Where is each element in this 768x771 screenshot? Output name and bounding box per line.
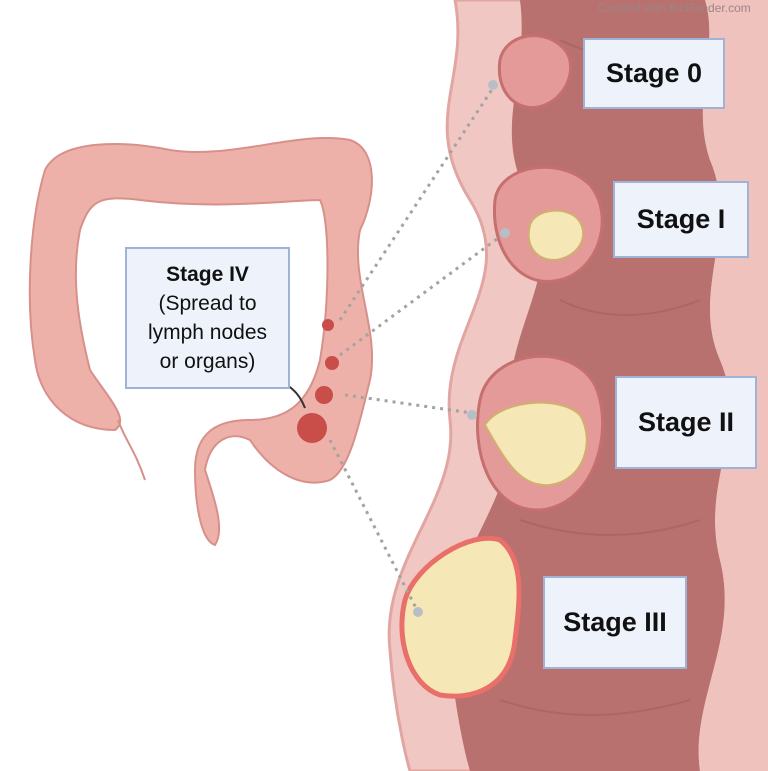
leader-lines (328, 84, 506, 613)
colon (28, 136, 374, 547)
stage-4-line1: (Spread to (158, 292, 257, 315)
stage-2-text: Stage II (637, 407, 735, 437)
stage-1-label: Stage I (613, 181, 749, 258)
stage-3-label: Stage III (543, 576, 687, 669)
stage-0-text: Stage 0 (605, 58, 703, 88)
stage-3-text: Stage III (563, 607, 667, 637)
tumor-stage0 (497, 34, 573, 110)
stage-4-line3: or organs) (159, 350, 256, 373)
watermark: Created with BioRender.com (598, 1, 751, 15)
stage-4-line2: lymph nodes (147, 321, 268, 344)
stage-1-text: Stage I (636, 204, 726, 234)
stage-4-label: Stage IV (Spread to lymph nodes or organ… (125, 247, 290, 389)
tumor-stage3 (399, 535, 522, 699)
tumor-nodes (297, 319, 339, 443)
tumor-stage2 (476, 354, 604, 512)
stage-2-label: Stage II (615, 376, 757, 469)
leader-dots (413, 80, 510, 617)
stage-4-title: Stage IV (166, 263, 249, 286)
stage-0-label: Stage 0 (583, 38, 725, 109)
tumor-stage1 (492, 165, 604, 283)
